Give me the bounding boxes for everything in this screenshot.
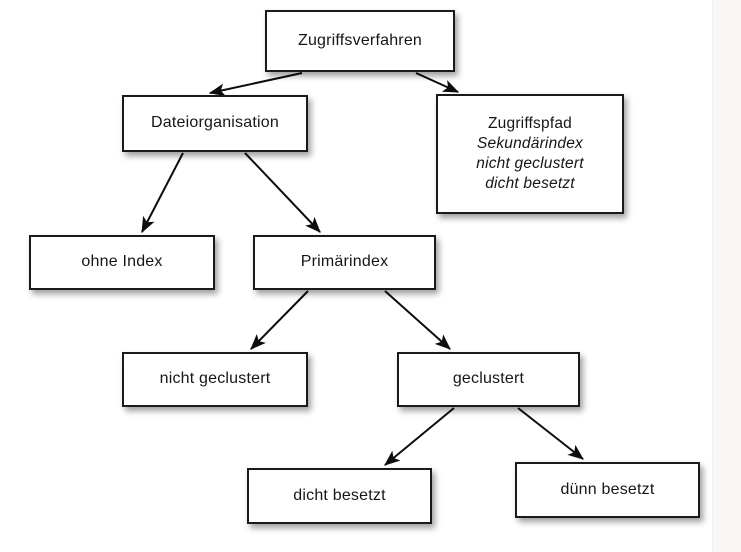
node-nicht-geclustert[interactable]: nicht geclustert — [122, 352, 308, 407]
node-label: dicht besetzt — [293, 486, 386, 504]
node-label: nicht geclustert — [159, 370, 271, 388]
node-geclustert[interactable]: geclustert — [397, 352, 580, 407]
edge-geclustert-duenn-besetzt — [517, 407, 584, 460]
node-label: dünn besetzt — [560, 480, 655, 498]
edge-geclustert-dicht-besetzt — [384, 407, 455, 466]
node-dicht-besetzt[interactable]: dicht besetzt — [247, 468, 432, 524]
node-zugriffspfad[interactable]: Zugriffspfad Sekundärindex nicht geclust… — [436, 94, 624, 214]
node-zugriffsverfahren[interactable]: Zugriffsverfahren — [265, 10, 455, 72]
node-label: Dateiorganisation — [151, 114, 279, 132]
node-label: Zugriffsverfahren — [297, 31, 423, 49]
node-primaerindex[interactable]: Primärindex — [253, 235, 436, 290]
edge-zugriffsverfahren-zugriffspfad — [415, 72, 460, 93]
node-dateiorganisation[interactable]: Dateiorganisation — [122, 95, 308, 152]
node-duenn-besetzt[interactable]: dünn besetzt — [515, 462, 700, 518]
node-label: Primärindex — [300, 253, 389, 271]
node-label: ohne Index — [81, 253, 163, 271]
node-ohne-index[interactable]: ohne Index — [29, 235, 215, 290]
page-edge-strip — [712, 0, 741, 552]
edge-primaerindex-geclustert — [384, 290, 451, 350]
node-label: geclustert — [452, 370, 525, 388]
edge-dateiorganisation-ohne-index — [141, 152, 184, 234]
node-label-line-2: Sekundärindex — [476, 134, 583, 152]
node-label-line-1: Zugriffspfad — [488, 114, 572, 132]
edge-primaerindex-nicht-geclustert — [250, 290, 309, 350]
node-label-line-3: nicht geclustert — [476, 155, 584, 172]
edge-dateiorganisation-primaerindex — [244, 152, 321, 233]
edge-zugriffsverfahren-dateiorganisation — [208, 72, 303, 97]
node-label-line-4: dicht besetzt — [485, 175, 575, 193]
